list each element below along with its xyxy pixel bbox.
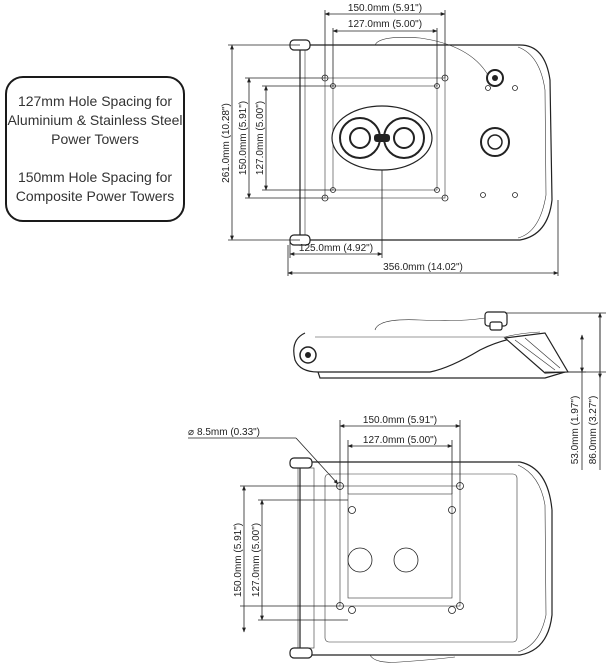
side-view: 53.0mm (1.97") 86.0mm (3.27") — [293, 311, 606, 470]
adjust-knob — [480, 127, 510, 157]
top-dim-356-h: 356.0mm (14.02") — [383, 262, 463, 273]
hole-spacing-note: 127mm Hole Spacing for Aluminium & Stain… — [5, 76, 185, 222]
bottom-127-square — [347, 493, 453, 599]
bottom-view: ⌀ 8.5mm (0.33") 150.0mm (5.91") 127.0mm … — [188, 415, 553, 663]
bottom-dim-127-h: 127.0mm (5.00") — [363, 435, 437, 446]
side-dim-86-v: 86.0mm (3.27") — [588, 396, 599, 465]
top-dim-261-v: 261.0mm (10.28") — [221, 103, 232, 183]
note-aluminium: 127mm Hole Spacing for Aluminium & Stain… — [7, 93, 183, 147]
top-dim-125-h: 125.0mm (4.92") — [299, 243, 373, 254]
bottom-hole-dia: 8.5mm (0.33") — [197, 427, 260, 438]
top-view: 150.0mm (5.91") 127.0mm (5.00") 261.0mm … — [221, 3, 559, 276]
bottom-dim-150-v: 150.0mm (5.91") — [233, 523, 244, 597]
top-dim-150-h: 150.0mm (5.91") — [348, 3, 422, 14]
note-composite: 150mm Hole Spacing for Composite Power T… — [15, 169, 175, 204]
top-dim-127-h: 127.0mm (5.00") — [348, 19, 422, 30]
top-dim-127-v: 127.0mm (5.00") — [255, 101, 266, 175]
bottom-hinge-bottom — [289, 647, 313, 659]
side-dim-53-v: 53.0mm (1.97") — [570, 396, 581, 465]
bottom-view-body — [299, 461, 553, 656]
bottom-hinge-top — [289, 457, 313, 469]
bottom-dim-150-h: 150.0mm (5.91") — [363, 415, 437, 426]
cable-hole-left — [347, 547, 373, 573]
cable-hole-right — [393, 547, 419, 573]
bottom-dim-127-v: 127.0mm (5.00") — [251, 523, 262, 597]
diameter-symbol: ⌀ — [188, 427, 194, 438]
top-dim-150-v: 150.0mm (5.91") — [238, 101, 249, 175]
bottom-150-square — [339, 485, 461, 607]
top-150-square — [324, 77, 446, 199]
